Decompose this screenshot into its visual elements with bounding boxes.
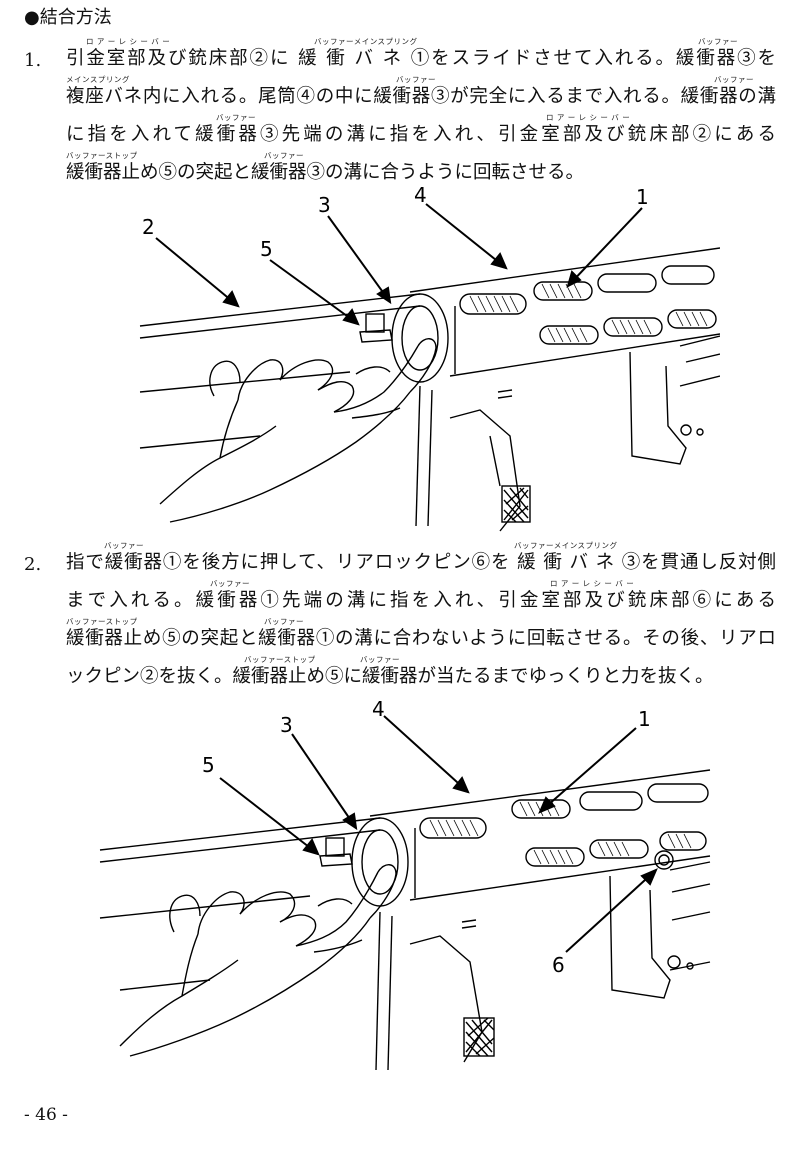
section-heading: ●結合方法 [24, 7, 112, 28]
buffer-cylinder [391, 293, 449, 383]
callout-label: 5 [260, 237, 273, 261]
receiver-rail [139, 293, 421, 327]
step-text: 複座バネ内に入れる。尾筒④の中に緩衝器③が完全に入るまで入れる。緩衝器の溝 [66, 86, 776, 107]
rear-lock-pin-illustration: 1 3 4 5 6 [99, 700, 711, 1071]
step-line: バッファー バッファーメインスプリング 指で緩衝器①を後方に押して、リアロックピ… [66, 540, 776, 578]
ruby-text: バッファー [264, 151, 304, 160]
ruby-text: バッファーストップ [66, 617, 138, 626]
step-line: バッファー ロ ア ー レ シ ー バ ー に指を入れて緩衝器③先端の溝に指を入… [66, 112, 776, 150]
assembly-figure-1: 1 2 3 4 5 [120, 186, 720, 534]
rear-lock-pin [654, 850, 674, 870]
callout-label: 2 [142, 215, 155, 239]
callout-label: 4 [372, 700, 385, 721]
ruby-text: バッファーメインスプリング [514, 541, 618, 550]
hand-illustration [159, 338, 437, 523]
ruby-text: バッファーメインスプリング [314, 37, 418, 46]
ruby-text: ロ ア ー レ シ ー バ ー [550, 579, 635, 588]
step-text: まで入れる。緩衝器①先端の溝に指を入れ、引金室部及び銃床部⑥にある [66, 590, 776, 611]
assembly-figure-2: 1 3 4 5 6 [90, 700, 730, 1080]
step-line: バッファーストップ バッファー 緩衝器止め⑤の突起と緩衝器①の溝に合わないように… [66, 616, 776, 654]
ruby-text: ロ ア ー レ シ ー バ ー [546, 113, 631, 122]
ruby-text: バッファー [698, 37, 738, 46]
step-text: に指を入れて緩衝器③先端の溝に指を入れ、引金室部及び銃床部②にある [66, 124, 776, 145]
step-2: 2. バッファー バッファーメインスプリング 指で緩衝器①を後方に押して、リアロ… [24, 540, 776, 690]
callout-label: 1 [636, 186, 649, 209]
callout-label: 1 [638, 707, 651, 731]
callout-arrows [219, 715, 658, 953]
step-number: 1. [24, 50, 42, 71]
buffer-stop [365, 313, 385, 333]
receiver-slots [459, 265, 717, 345]
buffer-stop [325, 837, 345, 857]
step-text: 緩衝器止め⑤の突起と緩衝器③の溝に合うように回転させる。 [66, 162, 585, 183]
step-text: 引金室部及び銃床部②に 緩 衝 バ ネ ①をスライドさせて入れる。緩衝器③を [66, 48, 776, 69]
step-line: バッファーストップ バッファー ックピン②を抜く。緩衝器止め⑤に緩衝器が当たるま… [66, 654, 776, 692]
ruby-text: バッファーストップ [244, 655, 316, 664]
page-number: - 46 - [24, 1105, 68, 1125]
ruby-text: バッファー [360, 655, 400, 664]
grip-checkering [463, 1017, 495, 1057]
callout-arrows [155, 203, 643, 326]
step-text: 指で緩衝器①を後方に押して、リアロックピン⑥を 緩 衝 バ ネ ③を貫通し反対側 [66, 552, 776, 573]
callout-label: 5 [202, 753, 215, 777]
ruby-text: バッファー [714, 75, 754, 84]
ruby-text: バッファー [210, 579, 250, 588]
ruby-text: メインスプリング [66, 75, 130, 84]
step-text: ックピン②を抜く。緩衝器止め⑤に緩衝器が当たるまでゆっくりと力を抜く。 [66, 666, 714, 687]
step-line: バッファーストップ バッファー 緩衝器止め⑤の突起と緩衝器③の溝に合うように回転… [66, 150, 776, 188]
step-text: 緩衝器止め⑤の突起と緩衝器①の溝に合わないように回転させる。その後、リアロ [66, 628, 776, 649]
callout-label: 3 [280, 713, 293, 737]
step-line: バッファー ロ ア ー レ シ ー バ ー まで入れる。緩衝器①先端の溝に指を入… [66, 578, 776, 616]
buffer-cylinder [351, 817, 409, 907]
step-number: 2. [24, 554, 42, 575]
hand-illustration [119, 864, 397, 1057]
callout-label: 4 [414, 186, 427, 207]
step-line: メインスプリング バッファー バッファー 複座バネ内に入れる。尾筒④の中に緩衝器… [66, 74, 776, 112]
step-line: ロ ア ー レ シ ー バ ー バッファーメインスプリング バッファー 引金室部… [66, 36, 776, 74]
callout-label: 6 [552, 953, 565, 977]
receiver-rail [99, 817, 381, 851]
ruby-text: バッファー [104, 541, 144, 550]
buffer-insertion-illustration: 1 2 3 4 5 [139, 186, 720, 532]
step-1: 1. ロ ア ー レ シ ー バ ー バッファーメインスプリング バッファー 引… [24, 36, 776, 186]
receiver-slots [419, 783, 709, 867]
ruby-text: バッファー [396, 75, 436, 84]
ruby-text: ロ ア ー レ シ ー バ ー [86, 37, 171, 46]
callout-label: 3 [318, 193, 331, 217]
ruby-text: バッファー [264, 617, 304, 626]
ruby-text: バッファー [216, 113, 256, 122]
ruby-text: バッファーストップ [66, 151, 138, 160]
